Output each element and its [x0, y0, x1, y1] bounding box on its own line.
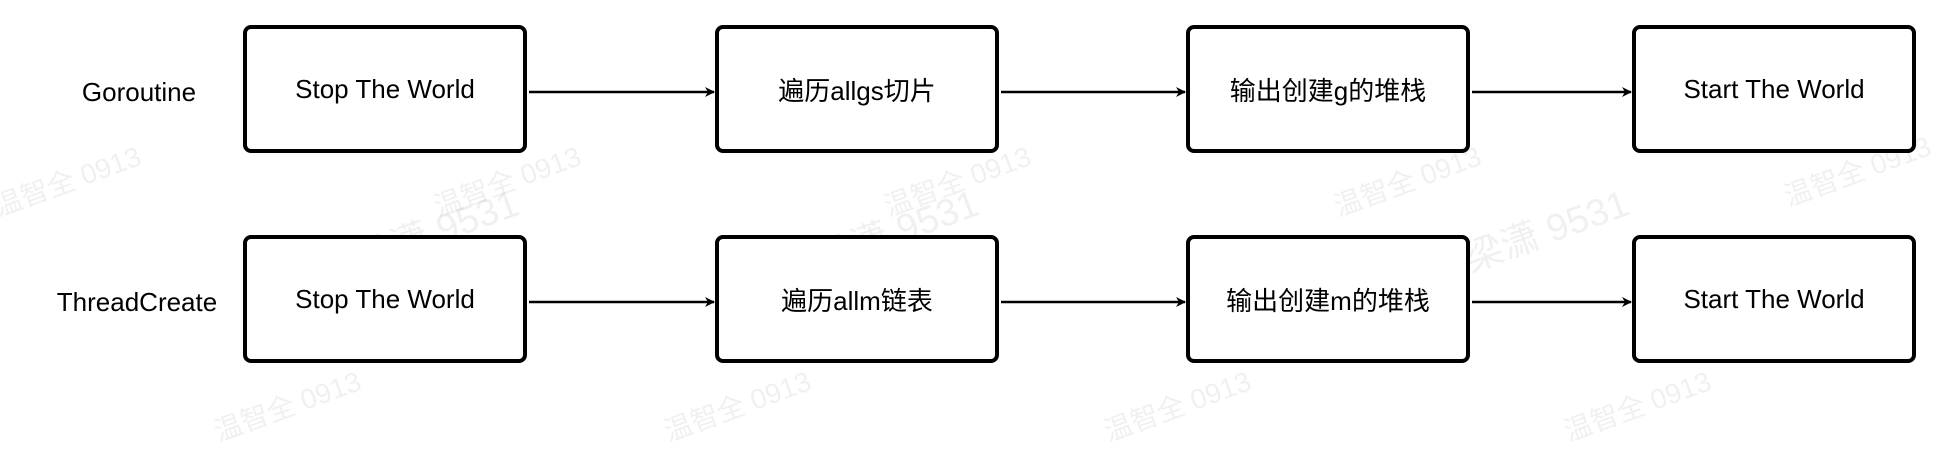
step-stop-the-world: Stop The World [243, 235, 527, 363]
step-iterate-allm: 遍历allm链表 [715, 235, 999, 363]
step-text: Start The World [1683, 73, 1865, 104]
step-text: 输出创建m的堆栈 [1226, 285, 1430, 316]
arrows [529, 87, 1632, 307]
step-output-g-stack: 输出创建g的堆栈 [1186, 25, 1470, 153]
step-start-the-world: Start The World [1632, 25, 1916, 153]
step-stop-the-world: Stop The World [243, 25, 527, 153]
step-start-the-world: Start The World [1632, 235, 1916, 363]
step-output-m-stack: 输出创建m的堆栈 [1186, 235, 1470, 363]
step-iterate-allgs: 遍历allgs切片 [715, 25, 999, 153]
step-text: Stop The World [295, 283, 475, 314]
step-text: 遍历allm链表 [781, 285, 933, 316]
row-label-goroutine: Goroutine [81, 77, 197, 107]
step-text: Start The World [1683, 283, 1865, 314]
row-label-threadcreate: ThreadCreate [56, 287, 218, 317]
step-text: Stop The World [295, 73, 475, 104]
step-text: 输出创建g的堆栈 [1229, 75, 1427, 106]
step-text: 遍历allgs切片 [778, 75, 936, 106]
